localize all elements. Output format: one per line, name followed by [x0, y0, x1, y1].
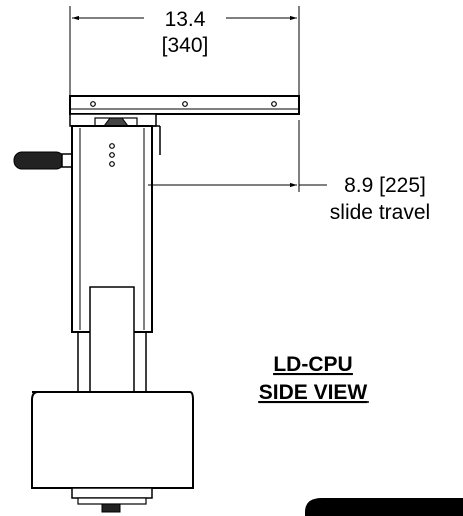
travel-caption-label: slide travel [330, 201, 430, 224]
corner-tab [305, 498, 463, 516]
view-title: LD-CPU SIDE VIEW [258, 353, 369, 404]
width-inches-label: 13.4 [165, 8, 206, 31]
plate-hole [271, 101, 277, 107]
column-hole [109, 152, 115, 158]
adjustment-handle [13, 151, 73, 170]
column-hole [109, 143, 115, 149]
plate-hole [182, 101, 188, 107]
plate-hole [90, 101, 96, 107]
width-dimension: 13.4 [340] [69, 6, 300, 96]
travel-dimension: 8.9 [225] slide travel [148, 120, 430, 224]
bottom-bracket [71, 487, 153, 513]
travel-value-label: 8.9 [225] [344, 174, 426, 197]
top-slide-plate [69, 95, 300, 115]
upper-column [71, 125, 153, 333]
model-title: LD-CPU [273, 353, 352, 376]
width-mm-label: [340] [162, 34, 209, 57]
column-hole [109, 161, 115, 167]
cpu-cup [31, 391, 194, 489]
view-subtitle: SIDE VIEW [259, 381, 368, 404]
